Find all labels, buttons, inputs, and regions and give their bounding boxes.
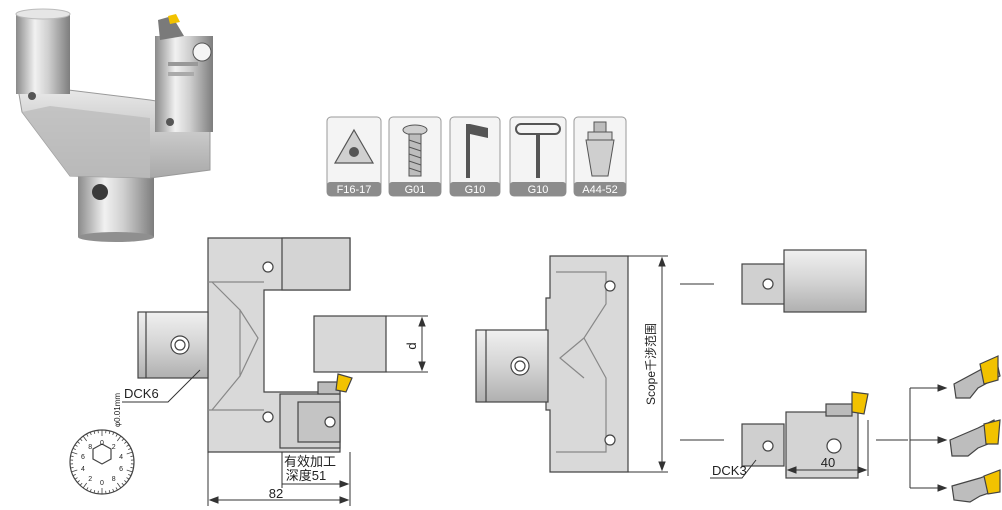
dial-tick (93, 430, 96, 435)
holder-bottom-large (785, 411, 859, 479)
d-label: d (404, 342, 419, 349)
width-82-label: 82 (269, 486, 283, 501)
accessory-badge-key: G10 (449, 116, 501, 197)
dial-tick (70, 455, 74, 457)
dial-number: 2 (88, 476, 92, 483)
left-drawing (137, 237, 387, 453)
key-icon (466, 124, 488, 178)
dial-tick (108, 489, 111, 494)
dial-tick (86, 433, 89, 437)
accessory-badge-screw: G01 (388, 116, 442, 197)
dial-tick (115, 433, 118, 437)
insert-variant-bottom (951, 469, 1001, 503)
screw-icon (402, 124, 428, 177)
dial-tick (116, 435, 122, 442)
photo-dial (192, 42, 212, 62)
dck6-label: DCK6 (124, 386, 159, 401)
accessory-code: G01 (405, 184, 426, 196)
dial-tick (72, 448, 76, 451)
dial-tick (74, 444, 78, 447)
insert-variant-middle (949, 419, 1001, 457)
workpiece-block (313, 315, 387, 373)
ext-bar-top-large (783, 249, 867, 313)
dial-tick (86, 487, 89, 491)
insert-icon (333, 128, 375, 164)
dial-tick (112, 432, 115, 436)
collet-icon (585, 121, 615, 177)
body-top-block (281, 237, 351, 291)
insert-variant-top (953, 355, 1001, 399)
hex-socket-icon (92, 443, 112, 465)
accessory-code: G10 (465, 184, 486, 196)
dial-number: 0 (100, 480, 104, 487)
dial-tick (124, 441, 127, 444)
dial-tick (108, 430, 111, 435)
dial-tick (126, 469, 133, 473)
dial-tick (130, 467, 134, 469)
product-photo (15, 8, 213, 242)
dial-number: 8 (112, 476, 116, 483)
dial-tick (79, 438, 83, 442)
dial-number: 8 (88, 444, 92, 451)
insert-cutter-left (317, 373, 353, 395)
depth-label-line2: 深度51 (286, 468, 326, 483)
body-t-frame (545, 255, 629, 473)
dial-tick (71, 451, 78, 455)
dial-tick (128, 473, 132, 476)
dial-number: 2 (112, 444, 116, 451)
accessory-badge-insert: F16-17 (326, 116, 382, 197)
dial-tick (82, 435, 88, 442)
t-wrench-icon (515, 123, 561, 178)
dial-tick (130, 455, 134, 457)
dial-tick (112, 488, 115, 492)
dial-tick (77, 480, 80, 483)
accessory-code: G10 (528, 184, 549, 196)
right-dimensions (628, 255, 948, 492)
dial-number: 4 (81, 466, 85, 473)
dial-tick (126, 444, 130, 447)
shank-hole (170, 335, 190, 355)
accessory-row: F16-17 G01 G10 (326, 116, 627, 197)
photo-left-column (16, 14, 70, 94)
dial-tick (116, 482, 122, 489)
accessory-code: F16-17 (337, 184, 372, 196)
dial-precision-label: φ0.01mm (113, 393, 122, 427)
dial-tick (72, 473, 76, 476)
dial-tick (121, 482, 125, 486)
dial-tick (89, 488, 92, 492)
dial-tick (126, 477, 130, 480)
dial-tick (124, 480, 127, 483)
left-dimensions (122, 315, 428, 506)
dial-number: 6 (119, 466, 123, 473)
depth-label-line1: 有效加工 (284, 454, 336, 469)
dial-tick (93, 489, 96, 494)
dial-number: 4 (119, 454, 123, 461)
dial-tick (70, 467, 74, 469)
dial-tick (128, 448, 132, 451)
accessory-badge-t-wrench: G10 (509, 116, 567, 197)
dial-tick (115, 487, 118, 491)
dial-number: 6 (81, 454, 85, 461)
accessory-badge-collet: A44-52 (573, 116, 627, 197)
dial-tick (82, 482, 88, 489)
dial-tick (121, 438, 125, 442)
dial-tick (79, 482, 83, 486)
width-40-label: 40 (821, 455, 835, 470)
photo-shank-hole (92, 184, 108, 200)
dial-tick (77, 441, 80, 444)
dial-tick (74, 477, 78, 480)
photo-cutter (158, 16, 184, 40)
dial-tick (71, 469, 78, 473)
insert-cutter-right (825, 391, 869, 417)
scope-label: Scope千涉范围 (644, 323, 658, 405)
dial-number: 0 (100, 440, 104, 447)
dial-tick (89, 432, 92, 436)
dck3-label: DCK3 (712, 463, 747, 478)
right-drawing (475, 249, 1001, 503)
dial-tick (126, 451, 133, 455)
accessory-code: A44-52 (582, 184, 617, 196)
